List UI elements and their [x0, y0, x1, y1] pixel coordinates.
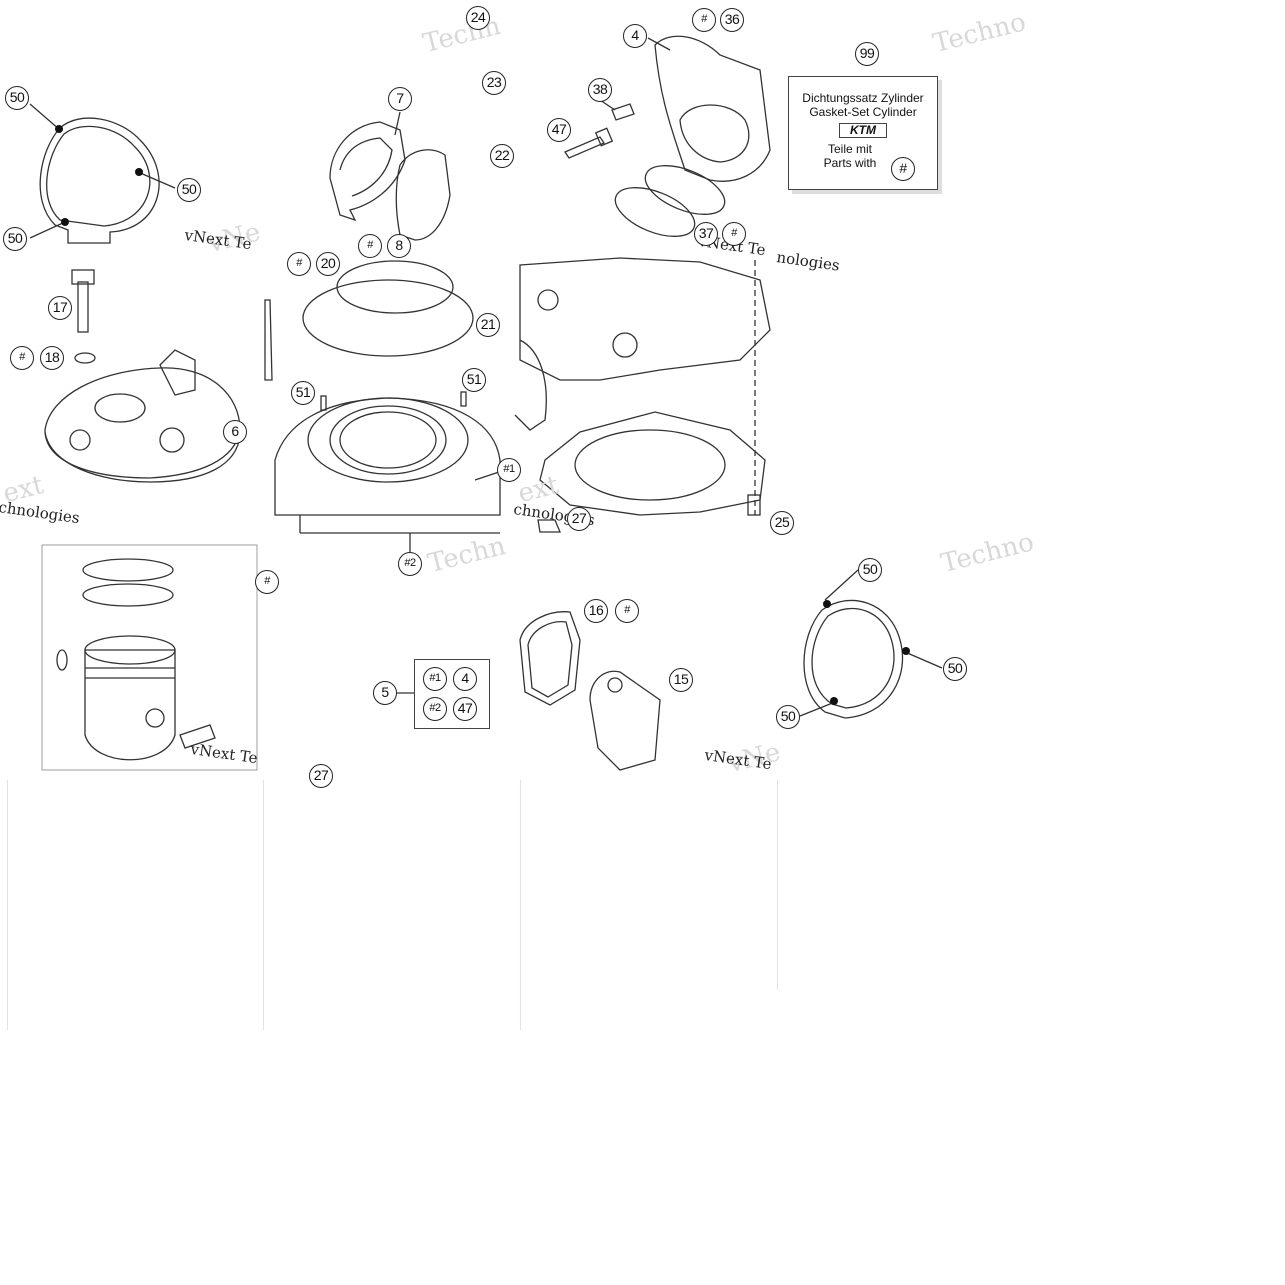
callout-99: 99 [855, 42, 879, 66]
callout-22: 22 [490, 144, 514, 168]
callout-21: 21 [476, 313, 500, 337]
piston-frame [41, 544, 258, 771]
callout-50: 50 [858, 558, 882, 582]
piston [84, 649, 176, 761]
callout-24: 24 [466, 6, 490, 30]
kit-line-2: Gasket-Set Cylinder [809, 105, 917, 119]
callout-7: 7 [388, 87, 412, 111]
callout-51: 51 [462, 368, 486, 392]
callout-hash: # [615, 599, 639, 623]
ring-1 [82, 558, 174, 582]
callout-16: 16 [584, 599, 608, 623]
callout-25: 25 [770, 511, 794, 535]
oring-21 [302, 279, 474, 357]
dowel-51a [320, 395, 327, 411]
callout-hash: # [287, 252, 311, 276]
exhaust-control-cover [329, 121, 406, 222]
kit-symbol: # [891, 157, 915, 181]
callout-hash-1: #1 [497, 458, 521, 482]
exhaust-flange-gasket-outline [39, 117, 160, 244]
gasket-kit-label: Dichtungssatz Zylinder Gasket-Set Cylind… [788, 76, 938, 190]
callout-4: 4 [623, 24, 647, 48]
washer-18 [74, 352, 96, 364]
callout-50: 50 [177, 178, 201, 202]
cover-15 [589, 670, 661, 771]
head-bolt-17 [77, 281, 89, 333]
assembly-cell: #1 [423, 667, 447, 691]
reed-oring-1 [644, 165, 726, 215]
kit-line-1: Dichtungssatz Zylinder [802, 91, 924, 105]
callout-50: 50 [3, 227, 27, 251]
tile-seam [520, 780, 521, 1030]
callout-50: 50 [776, 705, 800, 729]
callout-38: 38 [588, 78, 612, 102]
callout-18: 18 [40, 346, 64, 370]
callout-hash: # [722, 222, 746, 246]
assembly-cell: 47 [453, 697, 477, 721]
stud-25 [747, 494, 761, 516]
callout-hash: # [692, 8, 716, 32]
callout-hash-2: #2 [398, 552, 422, 576]
assembly-5-box: #1 4 #2 47 [414, 659, 490, 729]
callout-50: 50 [5, 86, 29, 110]
callout-51: 51 [291, 381, 315, 405]
callout-27: 27 [567, 507, 591, 531]
intake-flange [654, 35, 771, 182]
callout-17: 17 [48, 296, 72, 320]
ring-2 [82, 583, 174, 607]
callout-36: 36 [720, 8, 744, 32]
cylinder-head-6 [44, 367, 241, 479]
kit-line-3: Teile mit [827, 142, 872, 156]
tile-seam [777, 780, 778, 990]
cover-gasket-16 [519, 611, 581, 706]
callout-23: 23 [482, 71, 506, 95]
callout-20: 20 [316, 252, 340, 276]
clamp-38 [611, 103, 635, 121]
cylinder-body [274, 397, 501, 516]
tile-seam [263, 780, 264, 1030]
kit-line-4: Parts with [823, 156, 877, 170]
assembly-cell: #2 [423, 697, 447, 721]
callout-37: 37 [694, 222, 718, 246]
stud-left [264, 299, 273, 381]
tile-seam [7, 780, 8, 1030]
assembly-cell: 4 [453, 667, 477, 691]
reed-oring-2 [614, 187, 696, 237]
callout-15: 15 [669, 668, 693, 692]
callout-47: 47 [547, 118, 571, 142]
callout-5: 5 [373, 681, 397, 705]
exhaust-control-gasket [395, 149, 451, 241]
exhaust-flange-gasket-right [803, 599, 904, 719]
ktm-logo: KTM [839, 123, 887, 138]
callout-hash: # [358, 234, 382, 258]
callout-6: 6 [223, 420, 247, 444]
nut-27 [537, 519, 561, 533]
callout-hash: # [10, 346, 34, 370]
callout-hash: # [255, 570, 279, 594]
exhaust-flange-gasket-inner [46, 125, 151, 227]
piston-pin [179, 724, 216, 749]
dowel-51b [460, 391, 467, 407]
bolt-47 [564, 136, 605, 159]
circlip [56, 649, 68, 671]
callout-27: 27 [309, 764, 333, 788]
callout-8: 8 [387, 234, 411, 258]
callout-50: 50 [943, 657, 967, 681]
crankcase-portion [519, 257, 771, 381]
